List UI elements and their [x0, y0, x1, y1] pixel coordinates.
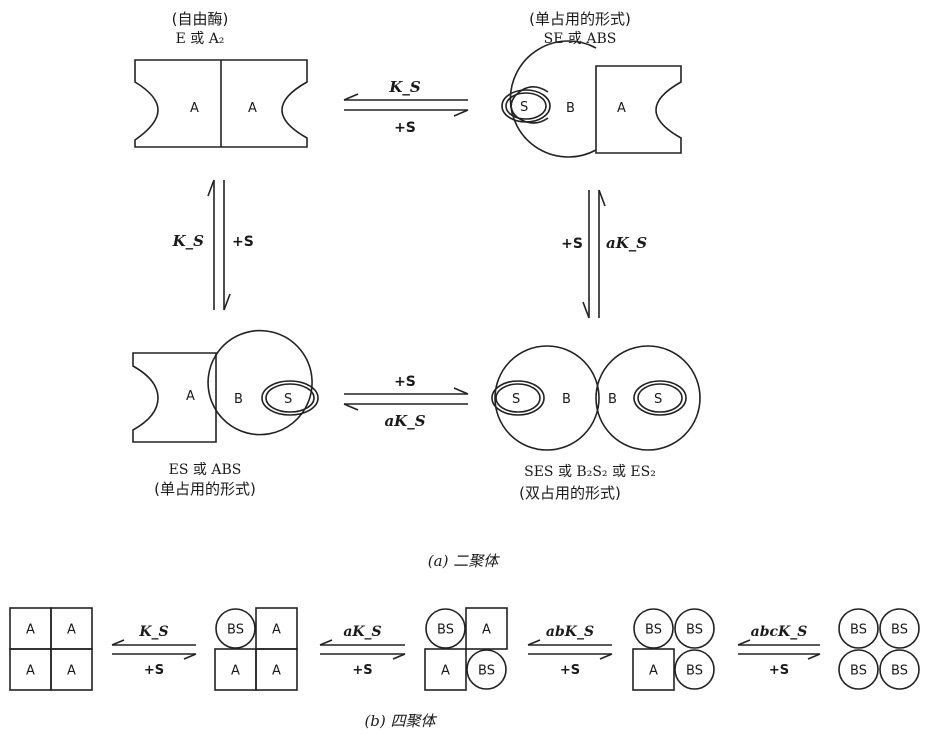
- reaction-top-constant: K_S: [388, 78, 421, 96]
- subunit-label: A: [649, 664, 658, 679]
- caption-tetramer: (b) 四聚体: [364, 712, 437, 730]
- state-free-formula: E 或 A₂: [176, 31, 225, 47]
- subunit-label: BS: [850, 664, 867, 679]
- reaction-left-substrate: +S: [232, 234, 254, 250]
- unit-label-a: A: [190, 101, 199, 116]
- reaction-right: +S aK_S: [561, 190, 647, 318]
- caption-dimer: (a) 二聚体: [428, 552, 500, 570]
- unit-label-s: S: [520, 100, 528, 115]
- reaction-top: K_S +S: [344, 78, 468, 136]
- tetramer-reaction: K_S +S: [112, 624, 196, 678]
- reaction-substrate: +S: [144, 663, 164, 678]
- reaction-bottom-substrate: +S: [394, 374, 416, 390]
- subunit-label: A: [272, 664, 281, 679]
- subunit-label: A: [231, 664, 240, 679]
- state-single-bottom-title: (单占用的形式): [154, 480, 256, 498]
- tetramer-state: BS BS BS BS: [839, 609, 919, 689]
- reaction-substrate: +S: [560, 663, 580, 678]
- reaction-bottom: +S aK_S: [344, 374, 468, 430]
- reaction-constant: aK_S: [343, 624, 381, 640]
- subunit-a-shape: [133, 353, 216, 442]
- tetramer-state: BS A A BS: [425, 608, 507, 690]
- reaction-substrate: +S: [769, 663, 789, 678]
- tetramer-reaction: abK_S +S: [528, 624, 612, 678]
- dimer-free-enzyme: A A: [135, 60, 307, 147]
- unit-label-a: A: [186, 389, 195, 404]
- unit-label-b: B: [562, 392, 571, 407]
- unit-label-s: S: [512, 392, 520, 407]
- subunit-label: BS: [478, 664, 495, 679]
- subunit-b-shape: [495, 346, 599, 450]
- subunit-label: BS: [686, 623, 703, 638]
- subunit-label: BS: [645, 623, 662, 638]
- state-single-bottom-formula: ES 或 ABS: [169, 462, 242, 478]
- reaction-left-constant: K_S: [172, 232, 205, 250]
- subunit-label: BS: [227, 623, 244, 638]
- tetramer-reaction: aK_S +S: [320, 624, 405, 678]
- state-single-top-formula: SE 或 ABS: [544, 31, 617, 47]
- reaction-right-substrate: +S: [561, 236, 583, 252]
- subunit-label: A: [67, 623, 76, 638]
- dimer-double: S B S B: [492, 346, 700, 450]
- state-free-label: (自由酶) E 或 A₂: [172, 10, 229, 47]
- subunit-label: A: [482, 623, 491, 638]
- tetramer-scheme: A A A A BS A A A BS A A BS BS BS A BS BS BS BS BS K_S +S aK_S +…: [10, 608, 919, 690]
- unit-label-a: A: [617, 101, 626, 116]
- reaction-substrate: +S: [352, 663, 372, 678]
- unit-label-b: B: [234, 392, 243, 407]
- state-double-formula: SES 或 B₂S₂ 或 ES₂: [524, 464, 656, 480]
- subunit-b-shape: [510, 41, 596, 157]
- reaction-left: K_S +S: [172, 180, 254, 310]
- state-double-label: SES 或 B₂S₂ 或 ES₂ (双占用的形式): [519, 464, 656, 502]
- tetramer-state: BS A A A: [215, 608, 297, 690]
- dimer-single-bottom: A S B: [133, 331, 318, 442]
- tetramer-state: BS BS A BS: [633, 609, 714, 690]
- tetramer-state: A A A A: [10, 608, 92, 690]
- subunit-label: A: [26, 664, 35, 679]
- unit-label-s: S: [654, 392, 662, 407]
- subunit-label: BS: [686, 664, 703, 679]
- subunit-label: A: [272, 623, 281, 638]
- reaction-top-substrate: +S: [394, 120, 416, 136]
- subunit-label: BS: [850, 623, 867, 638]
- subunit-label: A: [26, 623, 35, 638]
- unit-label-s: S: [284, 392, 292, 407]
- state-single-bottom-label: ES 或 ABS (单占用的形式): [154, 462, 256, 498]
- reaction-bottom-constant: aK_S: [384, 412, 425, 430]
- subunit-label: BS: [891, 664, 908, 679]
- reaction-constant: abcK_S: [751, 624, 808, 640]
- subunit-label: A: [441, 664, 450, 679]
- reaction-constant: K_S: [138, 624, 168, 640]
- reaction-right-constant: aK_S: [606, 234, 647, 252]
- state-free-title: (自由酶): [172, 10, 229, 28]
- subunit-label: A: [67, 664, 76, 679]
- unit-label-b: B: [608, 392, 617, 407]
- subunit-label: BS: [891, 623, 908, 638]
- tetramer-reaction: abcK_S +S: [738, 624, 820, 678]
- subunit-b-shape: [208, 355, 312, 435]
- subunit-label: BS: [437, 623, 454, 638]
- unit-label-b: B: [566, 101, 575, 116]
- dimer-single-top: S B A: [502, 41, 681, 157]
- state-single-top-title: (单占用的形式): [529, 10, 631, 28]
- reaction-constant: abK_S: [546, 624, 594, 640]
- unit-label-a: A: [248, 101, 257, 116]
- subunit-a-shape: [596, 66, 681, 153]
- state-double-title: (双占用的形式): [519, 484, 621, 502]
